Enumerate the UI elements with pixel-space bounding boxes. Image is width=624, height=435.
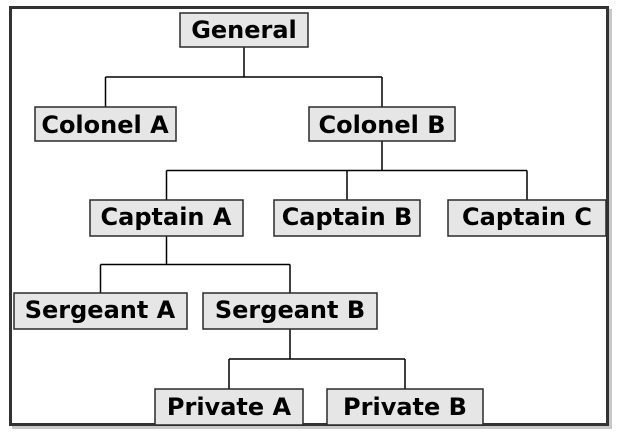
- node-label-colonel-a: Colonel A: [41, 111, 169, 139]
- node-label-sergeant-b: Sergeant B: [215, 296, 365, 324]
- node-label-captain-c: Captain C: [462, 203, 592, 231]
- node-label-general: General: [191, 16, 297, 44]
- node-label-colonel-b: Colonel B: [318, 111, 445, 139]
- node-colonel-a: Colonel A: [34, 106, 177, 142]
- node-label-private-a: Private A: [167, 393, 292, 421]
- node-label-private-b: Private B: [343, 393, 467, 421]
- node-captain-b: Captain B: [273, 199, 421, 237]
- node-private-b: Private B: [326, 388, 484, 426]
- node-captain-c: Captain C: [447, 199, 607, 237]
- node-label-sergeant-a: Sergeant A: [25, 296, 176, 324]
- node-general: General: [179, 12, 309, 48]
- node-sergeant-a: Sergeant A: [13, 292, 188, 330]
- node-label-captain-a: Captain A: [101, 203, 232, 231]
- node-captain-a: Captain A: [89, 199, 244, 237]
- node-colonel-b: Colonel B: [308, 106, 456, 142]
- node-private-a: Private A: [154, 388, 304, 426]
- connector-lines: [99, 47, 528, 389]
- node-label-captain-b: Captain B: [282, 203, 413, 231]
- node-sergeant-b: Sergeant B: [202, 292, 378, 330]
